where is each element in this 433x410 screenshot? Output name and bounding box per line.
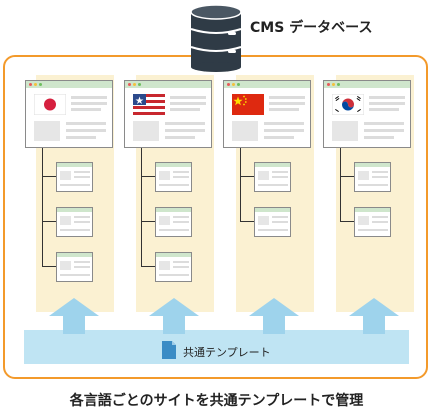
template-label: 共通テンプレート bbox=[183, 346, 271, 359]
sub-page-window bbox=[254, 162, 291, 192]
tree-connector bbox=[340, 148, 341, 221]
tree-connector bbox=[141, 148, 142, 266]
site-main-window bbox=[323, 80, 411, 148]
sub-page-window bbox=[155, 207, 192, 237]
database-icon bbox=[190, 4, 242, 72]
tree-connector bbox=[42, 266, 56, 267]
tree-connector bbox=[42, 176, 56, 177]
tree-connector bbox=[42, 221, 56, 222]
tree-connector bbox=[340, 176, 354, 177]
template-band bbox=[24, 330, 409, 364]
up-arrow-icon bbox=[249, 298, 299, 334]
china-flag-icon bbox=[232, 94, 264, 115]
sub-page-window bbox=[354, 162, 391, 192]
korea-flag-icon bbox=[332, 94, 364, 115]
site-main-window bbox=[25, 80, 113, 148]
tree-connector bbox=[240, 148, 241, 221]
database-label: CMS データベース bbox=[250, 20, 373, 36]
tree-connector bbox=[240, 176, 254, 177]
site-main-window bbox=[124, 80, 212, 148]
site-main-window bbox=[223, 80, 311, 148]
sub-page-window bbox=[56, 252, 93, 282]
sub-page-window bbox=[56, 162, 93, 192]
sub-page-window bbox=[354, 207, 391, 237]
up-arrow-icon bbox=[349, 298, 399, 334]
sub-page-window bbox=[56, 207, 93, 237]
sub-page-window bbox=[254, 207, 291, 237]
arrows bbox=[49, 298, 399, 334]
sub-page-window bbox=[155, 252, 192, 282]
sub-page-window bbox=[155, 162, 192, 192]
diagram-caption: 各言語ごとのサイトを共通テンプレートで管理 bbox=[69, 393, 364, 409]
tree-connector bbox=[42, 148, 43, 266]
tree-connector bbox=[240, 221, 254, 222]
up-arrow-icon bbox=[49, 298, 99, 334]
tree-connector bbox=[141, 176, 155, 177]
usa-flag-icon bbox=[133, 94, 165, 115]
tree-connector bbox=[340, 221, 354, 222]
tree-connector bbox=[141, 266, 155, 267]
tree-connector bbox=[141, 221, 155, 222]
up-arrow-icon bbox=[149, 298, 199, 334]
template-document-icon bbox=[162, 341, 176, 359]
japan-flag-icon bbox=[34, 94, 66, 115]
